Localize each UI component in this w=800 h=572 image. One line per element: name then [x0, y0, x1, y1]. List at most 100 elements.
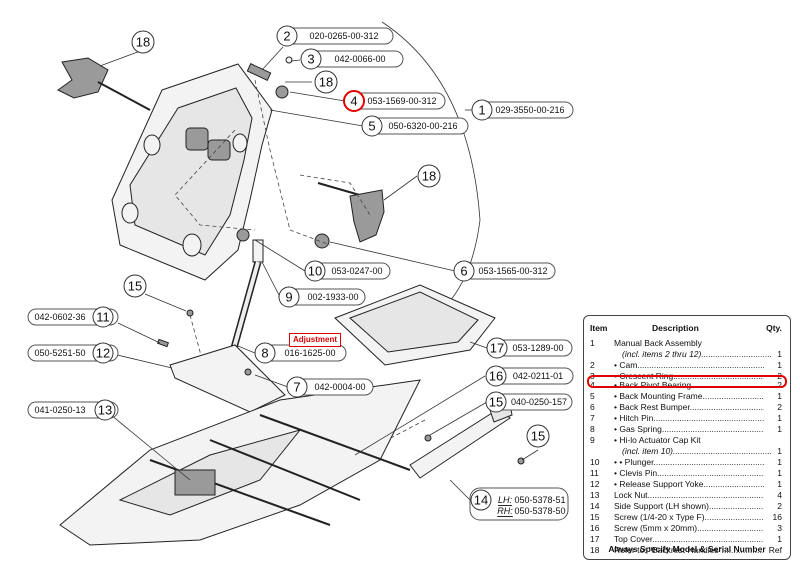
- cam-part: [246, 63, 272, 81]
- table-row: 2• Cam1: [584, 360, 790, 370]
- svg-text:9: 9: [285, 290, 292, 305]
- svg-text:LH:: LH:: [498, 495, 513, 505]
- svg-text:050-5378-51: 050-5378-51: [514, 495, 565, 505]
- svg-text:14: 14: [474, 493, 488, 508]
- svg-text:042-0004-00: 042-0004-00: [314, 382, 365, 392]
- svg-text:18: 18: [136, 35, 150, 50]
- svg-text:17: 17: [490, 341, 504, 356]
- table-row: (incl. items 2 thru 12)1: [584, 349, 790, 359]
- backrest-handle-right: [317, 182, 385, 243]
- svg-text:042-0602-36: 042-0602-36: [34, 312, 85, 322]
- adjustment-label: Adjustment: [289, 333, 341, 347]
- table-row: 12• Release Support Yoke1: [584, 479, 790, 489]
- svg-text:053-0247-00: 053-0247-00: [331, 266, 382, 276]
- svg-text:4: 4: [350, 94, 357, 109]
- callout-9: 9 002-1933-00: [278, 286, 366, 308]
- svg-text:7: 7: [293, 380, 300, 395]
- seat-base-frame: [59, 379, 421, 546]
- table-row: 6• Back Rest Bumper2: [584, 402, 790, 412]
- svg-text:002-1933-00: 002-1933-00: [307, 292, 358, 302]
- callout-13: 041-0250-13 13: [27, 399, 119, 421]
- svg-text:042-0211-01: 042-0211-01: [513, 371, 563, 381]
- callout-12: 050-5251-50 12: [27, 342, 119, 364]
- backrest-handle-left: [57, 57, 151, 111]
- callout-16: 16 042-0211-01: [485, 365, 574, 387]
- svg-text:050-6320-00-216: 050-6320-00-216: [388, 121, 457, 131]
- svg-text:18: 18: [319, 75, 333, 90]
- callout-15-a: 15: [123, 274, 147, 298]
- svg-text:053-1565-00-312: 053-1565-00-312: [478, 266, 547, 276]
- callout-18-a: 18: [131, 30, 155, 54]
- svg-text:040-0250-157: 040-0250-157: [511, 397, 567, 407]
- back-mounting-frame: [111, 63, 273, 281]
- svg-text:041-0250-13: 041-0250-13: [34, 405, 85, 415]
- callout-10: 10 053-0247-00: [304, 260, 391, 282]
- svg-text:13: 13: [98, 403, 112, 418]
- svg-text:016-1625-00: 016-1625-00: [284, 348, 335, 358]
- callout-18-c: 18: [417, 164, 441, 188]
- callout-2: 2 020-0265-00-312: [276, 25, 394, 47]
- svg-text:050-5378-50: 050-5378-50: [514, 506, 565, 516]
- header-qty: Qty.: [766, 323, 782, 333]
- svg-text:15: 15: [531, 429, 545, 444]
- table-row: 11• Clevis Pin1: [584, 468, 790, 478]
- table-footer: Always Specify Model & Serial Number: [608, 544, 766, 554]
- callout-17: 17 053-1289-00: [486, 337, 573, 359]
- pivot-bearing-part: [275, 85, 289, 99]
- table-row: 9• Hi-lo Actuator Cap Kit: [590, 435, 701, 445]
- table-row: 7• Hitch Pin1: [584, 413, 790, 423]
- svg-text:15: 15: [128, 279, 142, 294]
- svg-text:3: 3: [307, 52, 314, 67]
- svg-text:RH:: RH:: [497, 506, 513, 516]
- callout-15-c: 15: [526, 424, 550, 448]
- bumper-part: [314, 233, 330, 249]
- svg-text:18: 18: [422, 169, 436, 184]
- callout-4: 4 053-1569-00-312: [343, 90, 446, 112]
- svg-text:15: 15: [489, 395, 503, 410]
- callout-3: 3 042-0066-00: [300, 48, 404, 70]
- svg-text:020-0265-00-312: 020-0265-00-312: [309, 31, 378, 41]
- svg-text:042-0066-00: 042-0066-00: [334, 54, 385, 64]
- svg-text:029-3550-00-216: 029-3550-00-216: [495, 105, 564, 115]
- top-cover: [334, 284, 496, 366]
- header-description: Description: [652, 323, 699, 333]
- highlight-box: [587, 375, 787, 388]
- release-support-yoke: [169, 344, 286, 413]
- svg-text:2: 2: [283, 29, 290, 44]
- svg-text:6: 6: [460, 264, 467, 279]
- svg-text:11: 11: [96, 310, 110, 325]
- table-row: 10• • Plunger1: [584, 457, 790, 467]
- table-row: (incl. item 10)1: [584, 446, 790, 456]
- svg-text:1: 1: [478, 103, 485, 118]
- side-support-lh: [409, 407, 511, 479]
- callout-15-b: 15 040-0250-157: [485, 391, 573, 413]
- svg-text:053-1289-00: 053-1289-00: [512, 343, 563, 353]
- callout-5: 5 050-6320-00-216: [361, 115, 469, 137]
- svg-text:5: 5: [368, 119, 375, 134]
- callout-7: 7 042-0004-00: [286, 376, 374, 398]
- svg-text:8: 8: [261, 346, 268, 361]
- svg-text:10: 10: [308, 264, 322, 279]
- callout-6: 6 053-1565-00-312: [453, 260, 556, 282]
- svg-text:053-1569-00-312: 053-1569-00-312: [367, 96, 436, 106]
- gas-spring: [228, 261, 262, 356]
- callout-14: 14 LH: 050-5378-51 RH: 050-5378-50: [469, 487, 569, 521]
- svg-text:050-5251-50: 050-5251-50: [34, 348, 85, 358]
- svg-text:16: 16: [489, 369, 503, 384]
- svg-text:12: 12: [96, 346, 110, 361]
- header-item: Item: [590, 323, 608, 333]
- table-row: 8• Gas Spring1: [584, 424, 790, 434]
- table-row: 5• Back Mounting Frame1: [584, 391, 790, 401]
- callout-11: 042-0602-36 11: [27, 306, 119, 328]
- callout-18-b: 18: [314, 70, 338, 94]
- callout-1: 1 029-3550-00-216: [471, 99, 574, 121]
